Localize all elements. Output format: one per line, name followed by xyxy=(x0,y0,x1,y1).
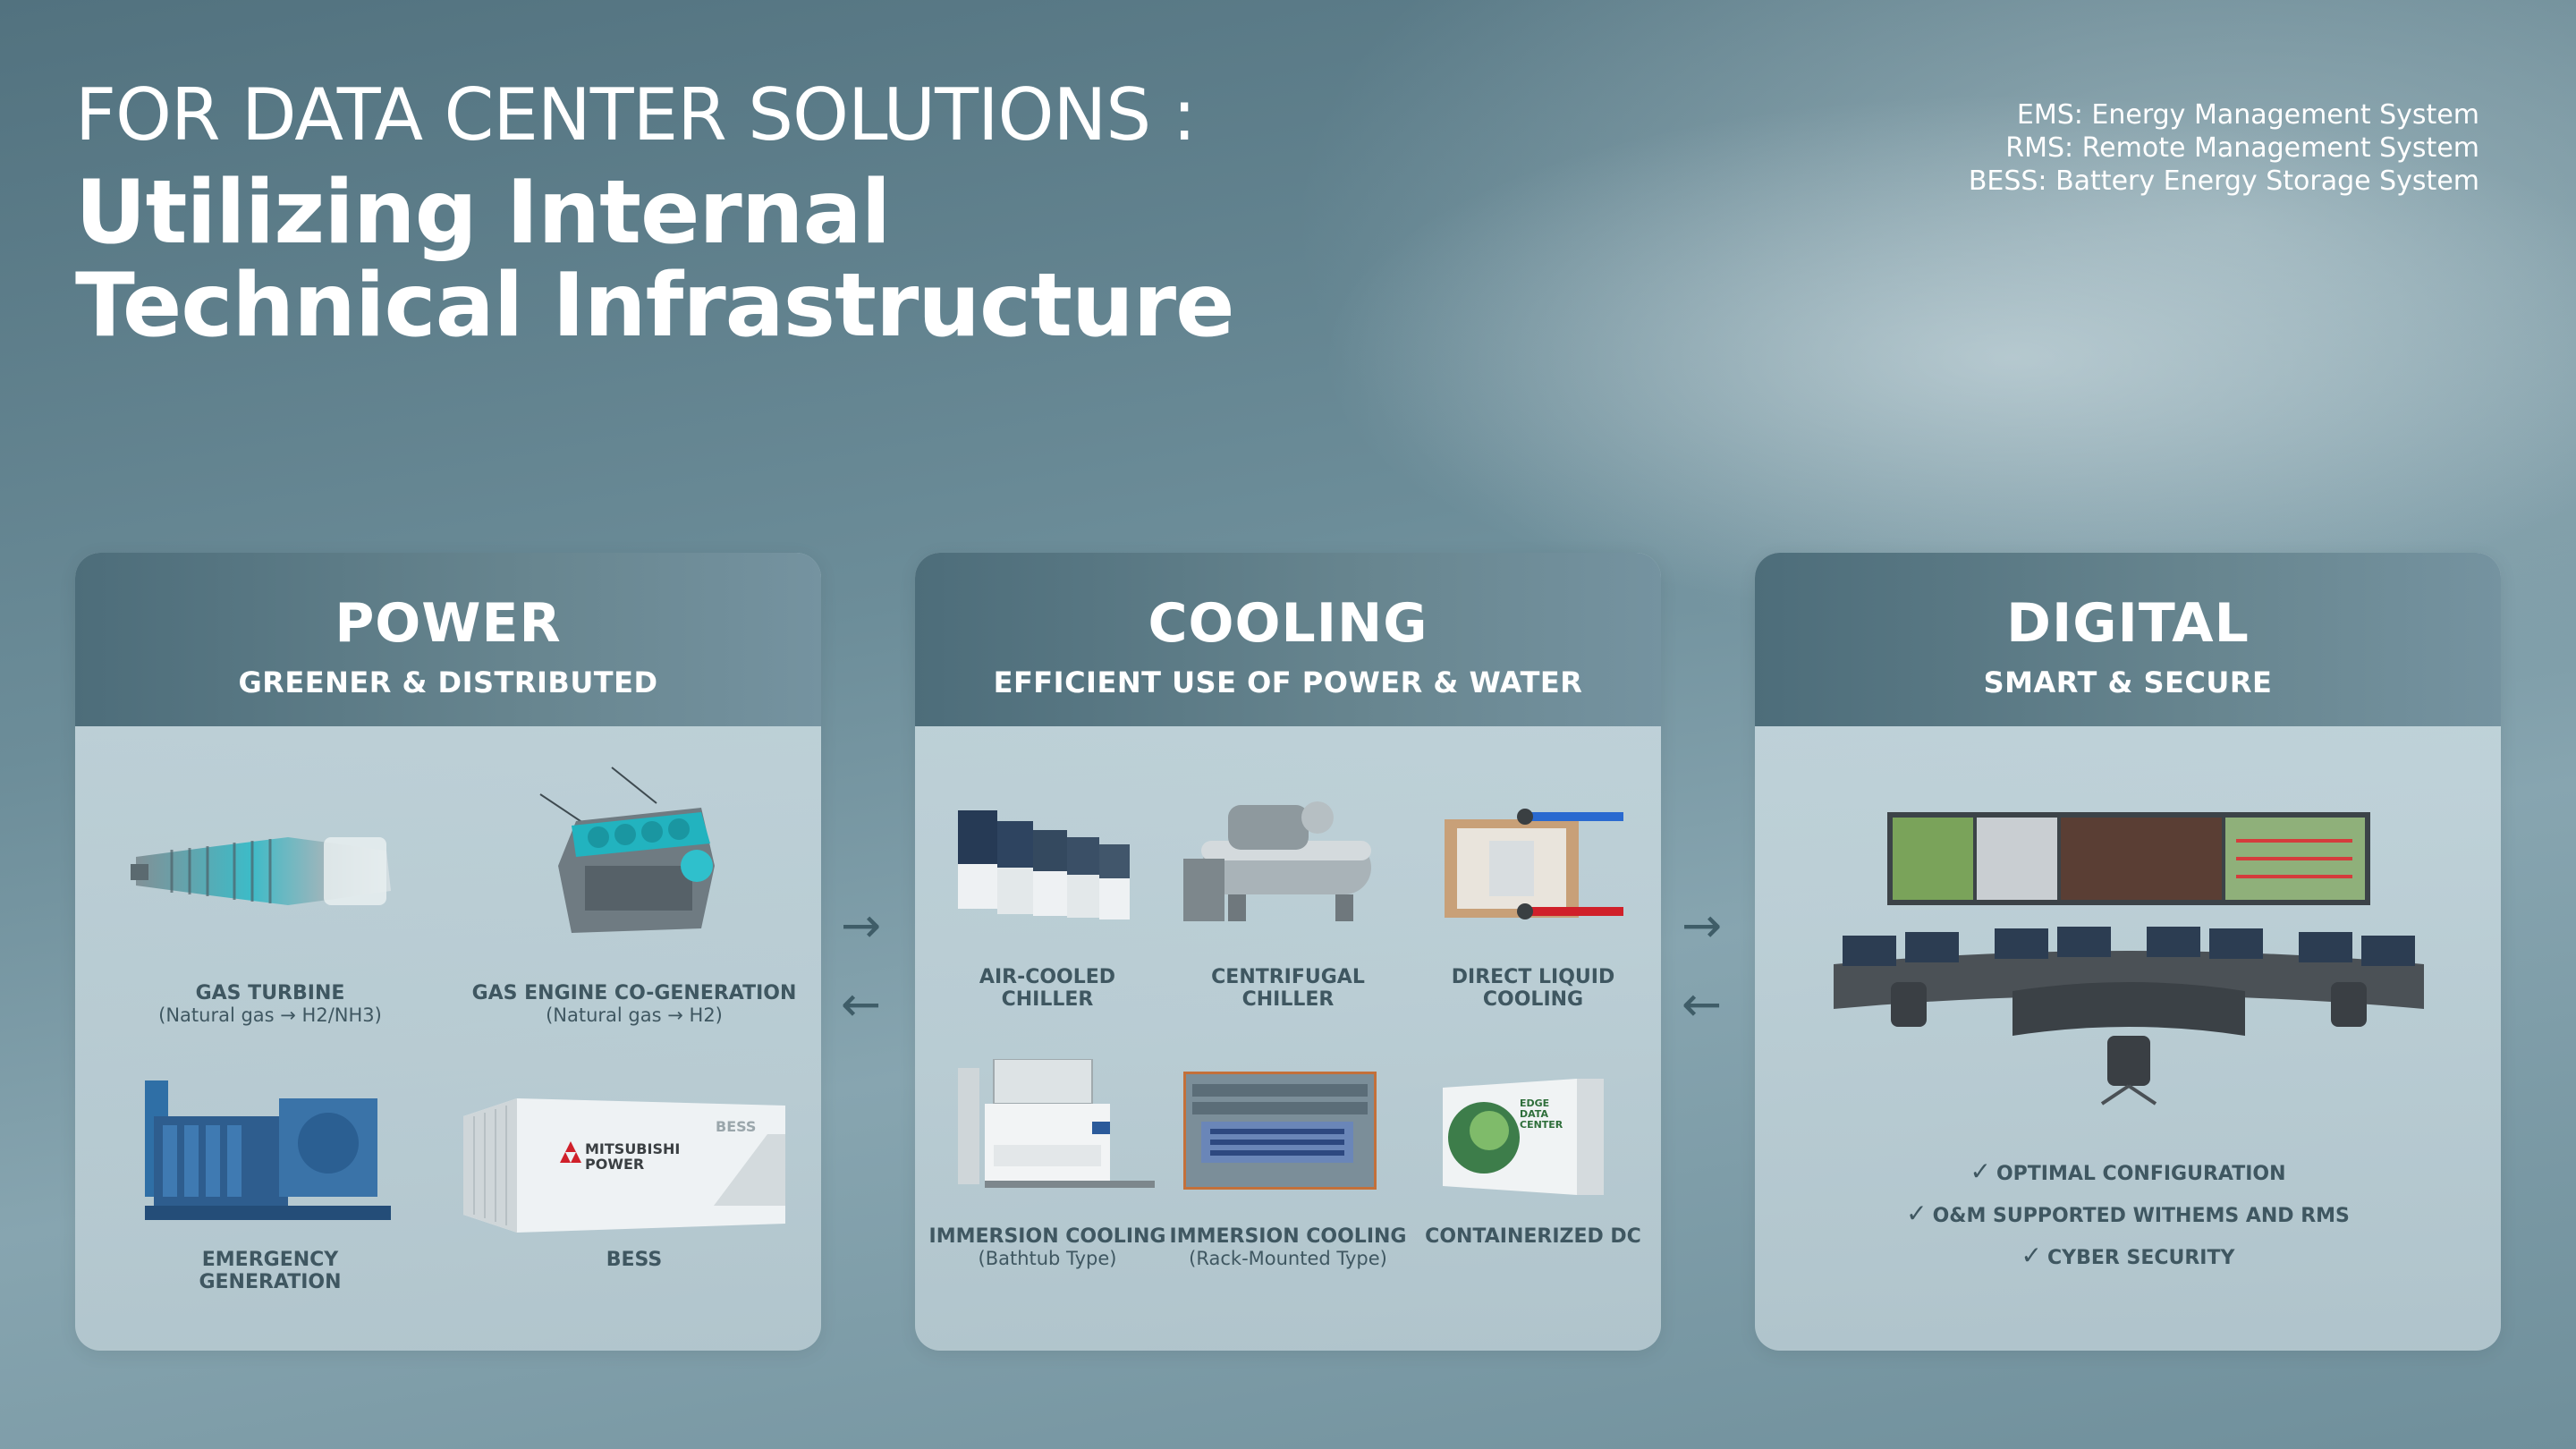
centrifugal-chiller-label2: CHILLER xyxy=(1241,988,1335,1011)
legend-bess: BESS: Battery Energy Storage System xyxy=(1968,165,2479,197)
bess-item: BESS xyxy=(447,1249,821,1271)
air-cooled-chiller-image xyxy=(958,810,1130,919)
check-item-label: CYBER SECURITY xyxy=(2047,1247,2235,1269)
cooling-panel: COOLING EFFICIENT USE OF POWER & WATER A… xyxy=(915,553,1661,1351)
page-title-line1: Utilizing Internal xyxy=(75,162,891,264)
direct-liquid-cooling-item: DIRECT LIQUID COOLING xyxy=(1405,966,1661,1011)
abbreviation-legend: EMS: Energy Management System RMS: Remot… xyxy=(1969,98,2479,198)
check-item-cyber-security: ✓CYBER SECURITY xyxy=(1755,1236,2501,1278)
centrifugal-chiller-label: CENTRIFUGAL xyxy=(1211,966,1365,988)
immersion-bathtub-item: IMMERSION COOLING (Bathtub Type) xyxy=(915,1225,1180,1269)
direct-liquid-cooling-image xyxy=(1445,809,1623,919)
digital-panel-header: DIGITAL SMART & SECURE xyxy=(1755,553,2501,726)
cooling-title: COOLING xyxy=(1148,592,1428,655)
immersion-rack-note: (Rack-Mounted Type) xyxy=(1189,1248,1387,1269)
check-item-label: O&M SUPPORTED WITHEMS AND RMS xyxy=(1932,1205,2350,1227)
checkmark-icon: ✓ xyxy=(1970,1157,1991,1186)
legend-ems: EMS: Energy Management System xyxy=(2016,99,2479,131)
control-room-image xyxy=(1834,812,2424,1106)
gas-turbine-label: GAS TURBINE xyxy=(195,982,345,1004)
gas-turbine-image xyxy=(131,837,391,905)
bess-brand-text: MITSUBISHI POWER xyxy=(585,1140,681,1173)
power-panel-header: POWER GREENER & DISTRIBUTED xyxy=(75,553,821,726)
immersion-bathtub-note: (Bathtub Type) xyxy=(978,1248,1117,1269)
centrifugal-chiller-item: CENTRIFUGAL CHILLER xyxy=(1158,966,1418,1011)
cooling-subtitle: EFFICIENT USE OF POWER & WATER xyxy=(993,665,1583,699)
immersion-rack-item: IMMERSION COOLING (Rack-Mounted Type) xyxy=(1158,1225,1418,1269)
bess-label: BESS xyxy=(606,1249,663,1271)
direct-liquid-cooling-label2: COOLING xyxy=(1482,988,1584,1011)
power-panel: POWER GREENER & DISTRIBUTED GAS TURBINE … xyxy=(75,553,821,1351)
immersion-bathtub-label: IMMERSION COOLING xyxy=(928,1225,1166,1248)
air-cooled-chiller-item: AIR-COOLED CHILLER xyxy=(915,966,1180,1011)
check-item-optimal-configuration: ✓OPTIMAL CONFIGURATION xyxy=(1755,1152,2501,1194)
arrow-left-icon-digital-cooling: ← xyxy=(1682,976,1723,1032)
digital-panel: DIGITAL SMART & SECURE ✓OPTIMAL CONFIGUR… xyxy=(1755,553,2501,1351)
gas-engine-label: GAS ENGINE CO-GENERATION xyxy=(471,982,797,1004)
immersion-bathtub-image xyxy=(958,1059,1155,1188)
containerized-dc-label: CONTAINERIZED DC xyxy=(1425,1225,1641,1248)
check-item-om-supported: ✓O&M SUPPORTED WITHEMS AND RMS xyxy=(1755,1194,2501,1236)
direct-liquid-cooling-label: DIRECT LIQUID xyxy=(1451,966,1615,988)
centrifugal-chiller-image xyxy=(1183,801,1371,921)
legend-rms: RMS: Remote Management System xyxy=(2005,132,2479,164)
emergency-generation-item: EMERGENCY GENERATION xyxy=(75,1249,465,1293)
gas-engine-image xyxy=(539,767,715,933)
immersion-rack-image xyxy=(1183,1072,1377,1190)
emergency-generation-label2: GENERATION xyxy=(199,1271,342,1293)
check-item-label: OPTIMAL CONFIGURATION xyxy=(1996,1163,2286,1185)
arrow-right-icon-cooling-digital: → xyxy=(1682,897,1723,953)
digital-title: DIGITAL xyxy=(2006,592,2250,655)
checkmark-icon: ✓ xyxy=(2021,1241,2043,1270)
bess-container-image xyxy=(463,1098,785,1233)
gas-turbine-note: (Natural gas → H2/NH3) xyxy=(158,1004,382,1026)
emergency-generator-image xyxy=(145,1080,391,1220)
checkmark-icon: ✓ xyxy=(1906,1199,1928,1228)
air-cooled-chiller-label: AIR-COOLED xyxy=(979,966,1116,988)
gas-engine-note: (Natural gas → H2) xyxy=(546,1004,723,1026)
page-title-line2: Technical Infrastructure xyxy=(75,255,1235,357)
power-title: POWER xyxy=(335,592,562,655)
cooling-panel-header: COOLING EFFICIENT USE OF POWER & WATER xyxy=(915,553,1661,726)
digital-feature-list: ✓OPTIMAL CONFIGURATION ✓O&M SUPPORTED WI… xyxy=(1755,1152,2501,1278)
containerized-dc-sign-text: EDGE DATA CENTER xyxy=(1520,1097,1563,1131)
gas-turbine-item: GAS TURBINE (Natural gas → H2/NH3) xyxy=(75,982,465,1026)
air-cooled-chiller-label2: CHILLER xyxy=(1001,988,1094,1011)
emergency-generation-label: EMERGENCY xyxy=(201,1249,339,1271)
digital-subtitle: SMART & SECURE xyxy=(1983,665,2273,699)
arrow-left-icon-cooling-power: ← xyxy=(841,976,882,1032)
arrow-right-icon-power-cooling: → xyxy=(841,897,882,953)
page-title: Utilizing Internal Technical Infrastruct… xyxy=(75,162,1235,357)
gas-engine-item: GAS ENGINE CO-GENERATION (Natural gas → … xyxy=(447,982,821,1026)
containerized-dc-image xyxy=(1443,1079,1604,1195)
power-subtitle: GREENER & DISTRIBUTED xyxy=(238,665,658,699)
containerized-dc-item: CONTAINERIZED DC xyxy=(1405,1225,1661,1248)
immersion-rack-label: IMMERSION COOLING xyxy=(1169,1225,1407,1248)
bess-container-tag: BESS xyxy=(716,1118,757,1135)
header-kicker: FOR DATA CENTER SOLUTIONS : xyxy=(75,73,1197,157)
